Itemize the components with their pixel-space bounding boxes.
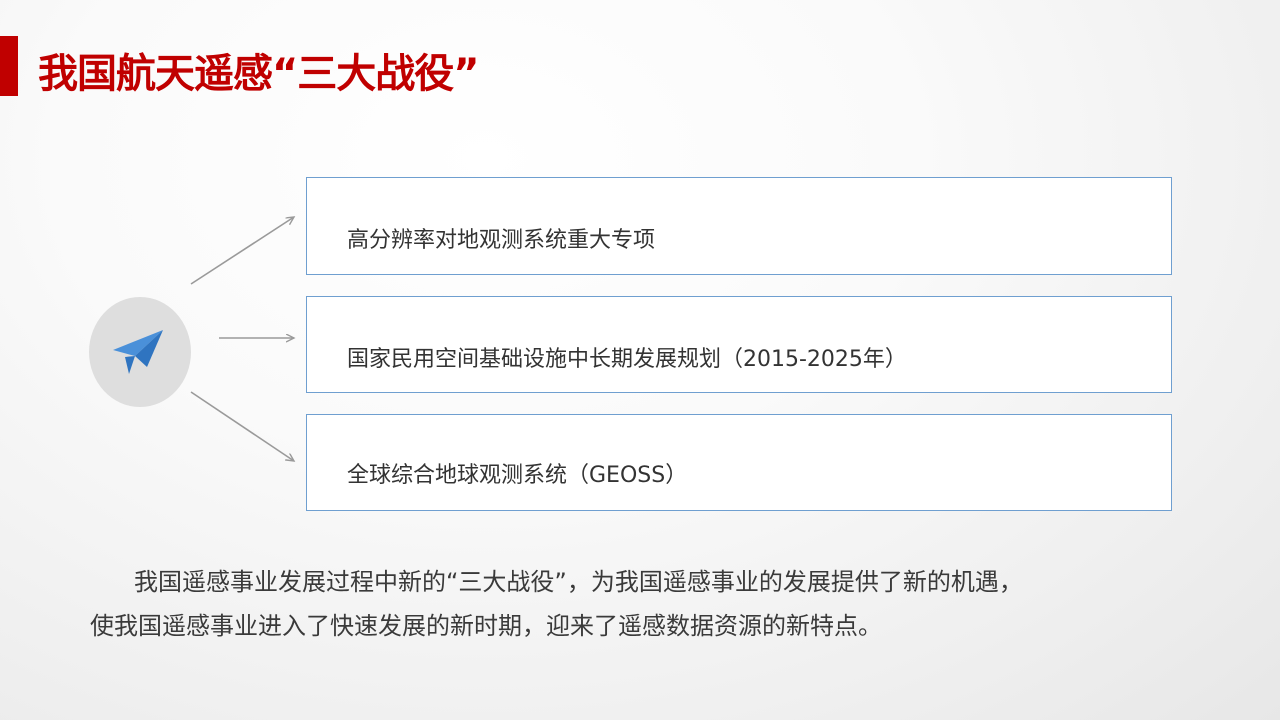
item-box-2: 国家民用空间基础设施中长期发展规划（2015-2025年） (306, 296, 1172, 393)
item-box-3: 全球综合地球观测系统（GEOSS） (306, 414, 1172, 511)
summary-paragraph: 我国遥感事业发展过程中新的“三大战役”，为我国遥感事业的发展提供了新的机遇， 使… (90, 560, 1190, 648)
item-box-1: 高分辨率对地观测系统重大专项 (306, 177, 1172, 275)
arrow-to-item-3 (190, 391, 294, 461)
paper-plane-icon (113, 330, 163, 374)
summary-line-2: 使我国遥感事业进入了快速发展的新时期，迎来了遥感数据资源的新特点。 (90, 612, 882, 640)
icon-circle (89, 297, 191, 407)
title-accent-bar (0, 36, 18, 96)
arrow-to-item-1 (190, 217, 294, 285)
item-label-3: 全球综合地球观测系统（GEOSS） (347, 463, 688, 488)
item-label-2: 国家民用空间基础设施中长期发展规划（2015-2025年） (347, 347, 907, 372)
slide-title: 我国航天遥感“三大战役” (38, 51, 480, 97)
summary-line-1: 我国遥感事业发展过程中新的“三大战役”，为我国遥感事业的发展提供了新的机遇， (134, 568, 1023, 596)
item-label-1: 高分辨率对地观测系统重大专项 (347, 228, 656, 253)
